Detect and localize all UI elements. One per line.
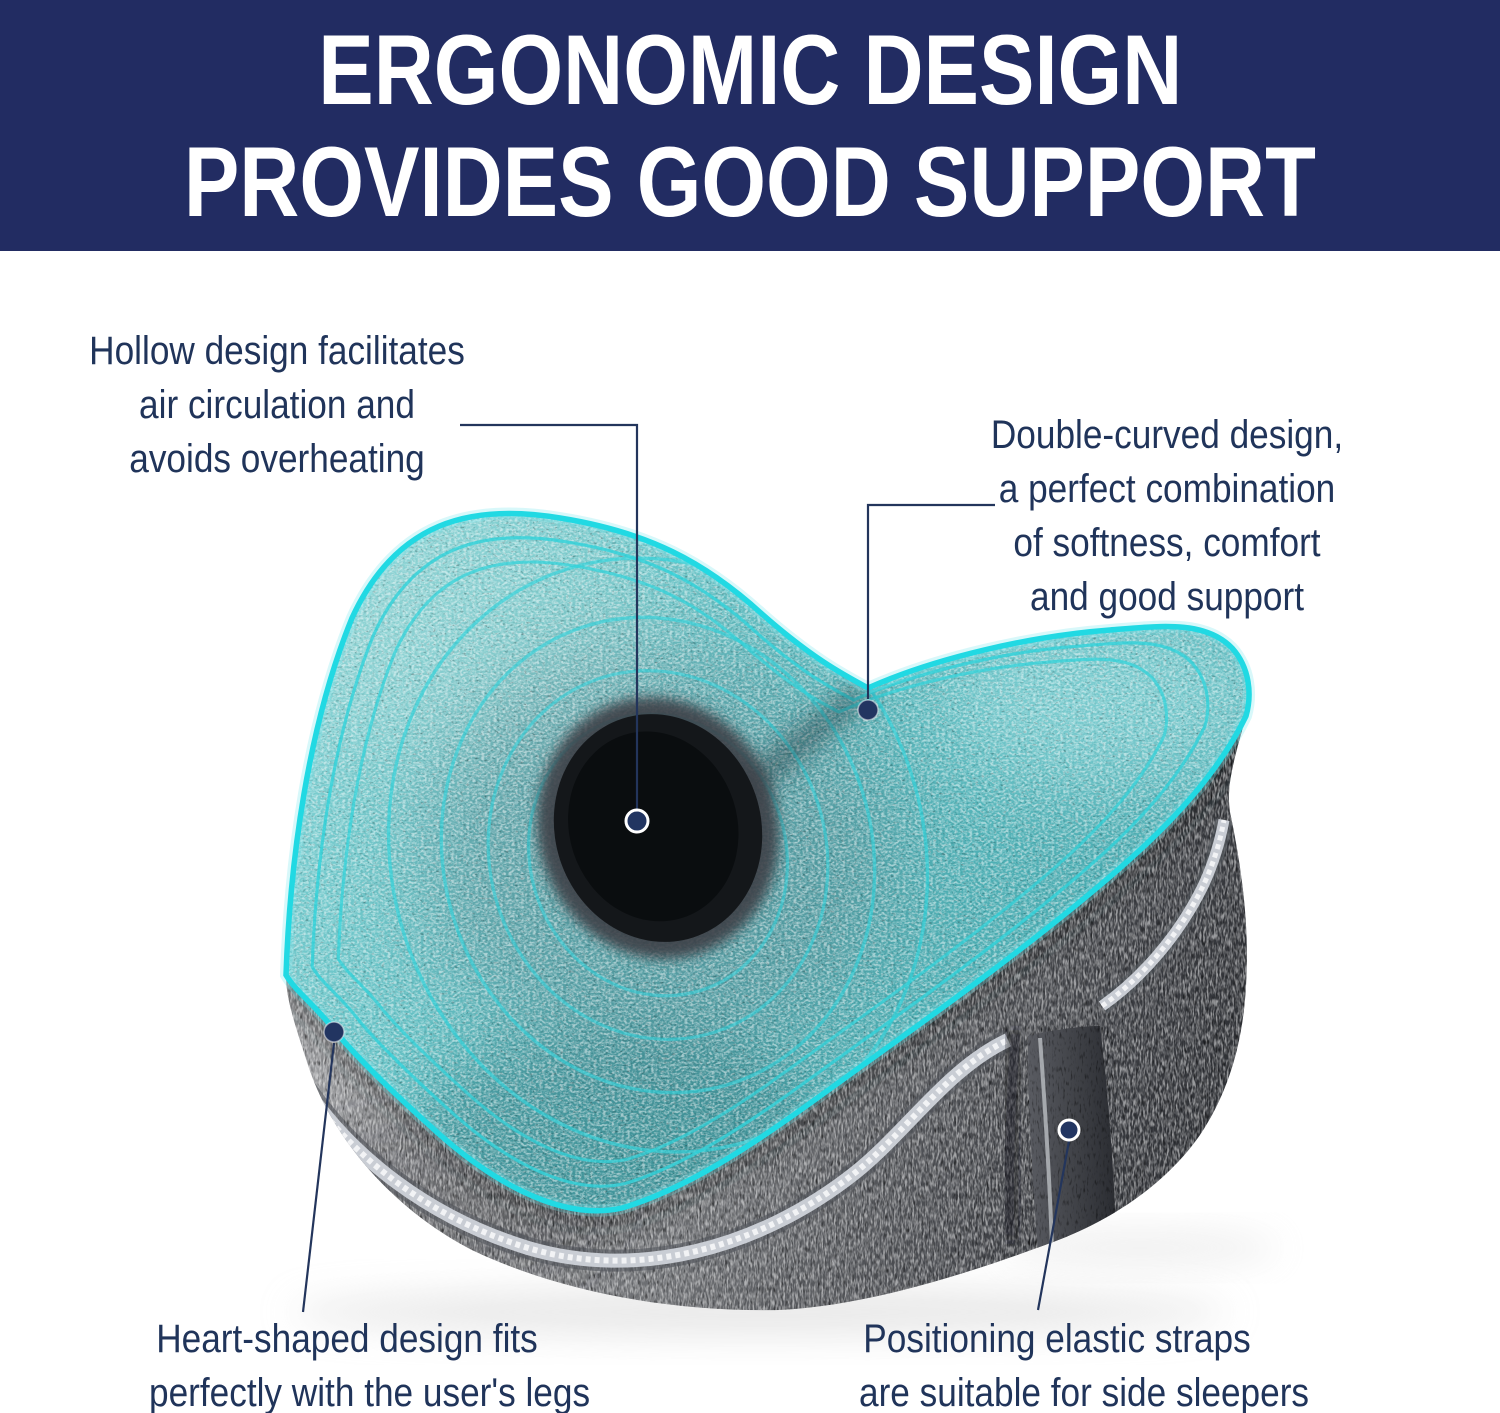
contour-rings [310, 536, 1210, 1188]
annotation-line: Heart-shaped design fits [156, 1317, 538, 1361]
vent-hole [536, 697, 780, 959]
callout-dots [323, 699, 1081, 1142]
ground-shadow-right [1000, 1232, 1280, 1264]
callout-line-hollow [460, 423, 639, 809]
annotation-line: and good support [1029, 575, 1305, 619]
title-line-2: PROVIDES GOOD SUPPORT [183, 125, 1317, 237]
callout-dot-heart-shaped [323, 1021, 345, 1043]
callout-dot-straps [1057, 1118, 1081, 1142]
annotation-line: of softness, comfort [1013, 521, 1321, 565]
ground-shadow [290, 1288, 1230, 1336]
annotation-hollow-design: Hollow design facilitates air circulatio… [79, 324, 475, 486]
annotation-line: Double-curved design, [990, 413, 1344, 457]
annotation-heart-shaped: Heart-shaped design fits perfectly with … [149, 1312, 591, 1413]
cyan-rim [283, 510, 1252, 1214]
annotation-line: avoids overheating [129, 437, 425, 481]
annotation-line: Hollow design facilitates [89, 329, 465, 373]
callout-dot-double-curved [857, 699, 879, 721]
annotation-line: air circulation and [139, 383, 415, 427]
callout-line-double-curved [866, 503, 995, 699]
callout-line-heart-shaped [301, 1042, 336, 1313]
title-line-1: ERGONOMIC DESIGN [317, 13, 1182, 125]
title-banner: ERGONOMIC DESIGN PROVIDES GOOD SUPPORT [0, 0, 1500, 251]
annotation-elastic-straps: Positioning elastic straps are suitable … [859, 1312, 1310, 1413]
zipper [293, 818, 1233, 1272]
annotation-line: perfectly with the user's legs [149, 1371, 591, 1413]
annotation-line: a perfect combination [998, 467, 1336, 511]
callout-lines [301, 423, 1071, 1313]
annotation-line: Positioning elastic straps [863, 1317, 1251, 1361]
callout-dot-hollow [624, 808, 650, 834]
callout-line-straps [1036, 1140, 1071, 1311]
annotation-double-curved: Double-curved design, a perfect combinat… [973, 408, 1360, 624]
annotation-line: are suitable for side sleepers [859, 1371, 1310, 1413]
